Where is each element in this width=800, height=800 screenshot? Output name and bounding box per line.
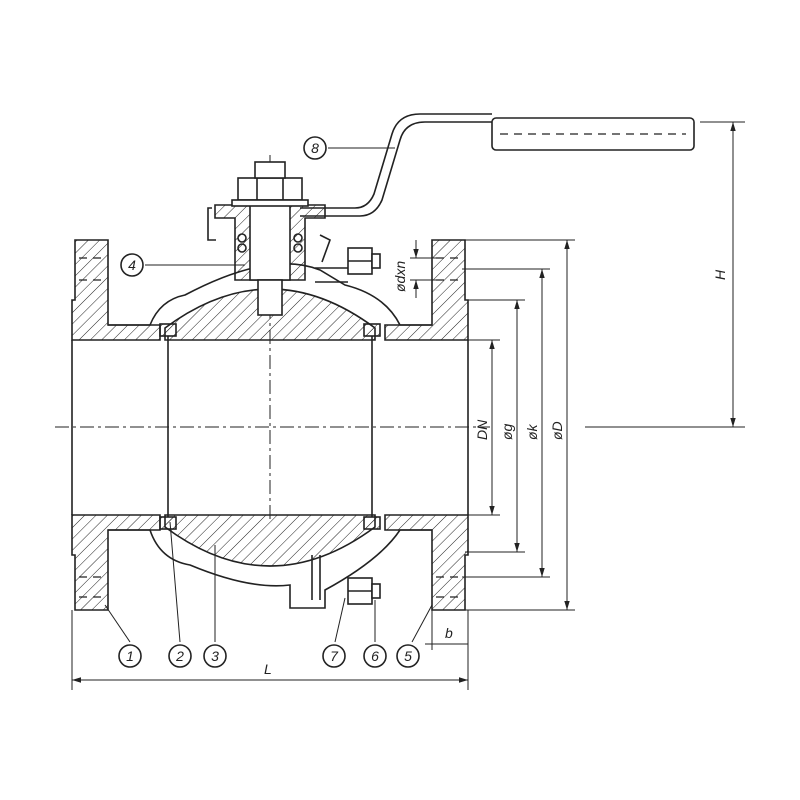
dim-label-dxn: ødxn: [392, 261, 408, 292]
svg-text:4: 4: [128, 257, 136, 273]
dim-label-b: b: [445, 625, 453, 641]
handle-grip: [491, 117, 695, 151]
callout-1: 1: [118, 644, 142, 668]
svg-text:5: 5: [404, 648, 412, 664]
svg-text:3: 3: [211, 648, 219, 664]
callout-4: 4: [120, 253, 144, 277]
dim-label-DN: DN: [474, 419, 490, 440]
dim-label-D: øD: [549, 421, 565, 440]
left-flange-upper: [71, 239, 161, 341]
callout-6: 6: [363, 644, 387, 668]
callout-8: 8: [303, 136, 327, 160]
callout-5: 5: [396, 644, 420, 668]
callout-7: 7: [322, 644, 346, 668]
lower-body-bolt: [311, 555, 381, 605]
callout-2: 2: [168, 644, 192, 668]
dim-label-L: L: [264, 661, 272, 677]
svg-text:7: 7: [330, 648, 339, 664]
svg-text:6: 6: [371, 648, 379, 664]
dim-label-k: øk: [524, 423, 540, 440]
callout-3: 3: [203, 644, 227, 668]
dim-label-g: øg: [499, 423, 515, 440]
stem-assembly: [207, 161, 331, 316]
seat-lower-right: [363, 516, 381, 530]
lever-handle: [300, 113, 695, 217]
ball-lower: [164, 514, 376, 567]
stem-nut: [237, 177, 303, 201]
seat-upper-right: [363, 323, 381, 337]
upper-body-bolt: [315, 247, 381, 283]
seat-lower-left: [159, 516, 177, 530]
svg-text:2: 2: [175, 648, 184, 664]
dim-label-H: H: [712, 269, 728, 280]
svg-text:8: 8: [311, 140, 319, 156]
svg-text:1: 1: [126, 648, 134, 664]
seat-upper-left: [159, 323, 177, 337]
